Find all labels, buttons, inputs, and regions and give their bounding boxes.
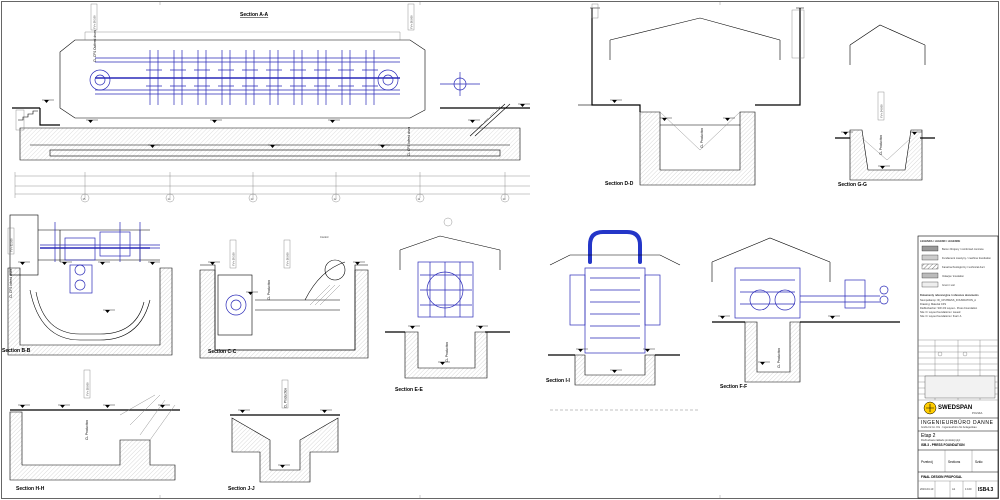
section-b-b-title: Section B-B <box>2 348 31 354</box>
revision: A1 <box>952 487 956 491</box>
note-2: Drawing: Material CFS <box>920 302 946 306</box>
axis-14: 14 <box>168 197 171 201</box>
axis-13: 13 <box>251 197 254 201</box>
cl-cfs-outlet-label: CL CFS Outfeed drum <box>93 30 97 62</box>
elevation-tag-3: YV+ 54.000 <box>880 104 884 118</box>
legend-item-5: Grunt / soil <box>942 283 955 287</box>
title-block: LEGENDA / LEGEND / LEGENDE Beton zbrojon… <box>917 235 999 499</box>
section-e-e-title: Section E-E <box>395 387 423 393</box>
frame-ticks <box>159 1 721 499</box>
section-c-c: YV+ 59.100 YV+ 56.000 CL Production Cont… <box>199 235 369 359</box>
cl-production-e: CL Production <box>445 342 449 362</box>
section-f-f: CL Production Section F-F <box>711 237 900 390</box>
axis-10: 10 <box>503 197 506 201</box>
project-name: Etap 2 <box>921 433 936 439</box>
axis-11: 11 <box>418 197 421 201</box>
section-a-a-title: Section A-A <box>240 12 269 18</box>
note-1: Siempelkamp: ID_CP-PRESS_FOUNDATION_A <box>920 298 976 302</box>
section-g-g-title: Section G-G <box>838 182 867 188</box>
note-3: Dieffenbacher: SW 2/3 Layout - Press Fou… <box>920 306 978 310</box>
swedspan-logo: SWEDSPAN POLSKA <box>923 401 983 415</box>
note-5: Site 3 / Layout foundations / final / A <box>920 314 962 318</box>
notes-heading: Dokumenty referencyjne / reference docum… <box>920 293 979 297</box>
status-text: FINAL DESIGN PROPOSAL <box>921 475 962 479</box>
legend-heading: LEGENDA / LEGEND / LEGENDE <box>920 239 961 243</box>
section-j-j: CL Production Section J-J <box>228 379 340 492</box>
engineer-address: GmbH & Co. KG · Ingenieurbüro für Anlage… <box>921 425 977 429</box>
engineer-name: INGENIEURBÜRO DANNE <box>921 419 994 426</box>
project-description: Rozbudowa zakładu produkcji płyt <box>921 438 960 442</box>
drawing-number: ISB4.3 <box>978 487 994 493</box>
elevation-tag-7: YV+ 58.000 <box>86 382 90 396</box>
section-j-j-title: Section J-J <box>228 486 255 492</box>
elevation-tag-4: YV+ 62.500 <box>10 238 14 252</box>
section-h-h: YV+ 58.000 CL Production Section H-H <box>9 369 180 492</box>
legend-item-3: Kanał technologiczny / technical duct <box>942 265 985 269</box>
field-c: Szkic <box>975 460 983 464</box>
section-c-c-title: Section C-C <box>208 349 237 355</box>
section-f-f-title: Section F-F <box>720 384 747 390</box>
axis-15: 15 <box>83 197 86 201</box>
field-b: Sections <box>948 460 961 464</box>
elevation-tag-5: YV+ 59.100 <box>232 252 236 266</box>
cl-production-f: CL Production <box>777 348 781 368</box>
field-a: Przekrój <box>921 460 933 464</box>
drawing-date: 2016-03-10 <box>920 487 934 491</box>
section-d-d: CL Production Section D-D <box>578 3 805 187</box>
cl-production-j: CL Production <box>284 388 288 408</box>
control-label: Control <box>320 235 329 239</box>
section-a-a: Section A-A CL CFS Outfeed drum CL CFS I… <box>12 3 531 198</box>
legend-item-2: Fundament maszyny / machine foundation <box>942 256 991 260</box>
note-4: Site 3 / Layout foundations / issued <box>920 310 961 314</box>
section-i-i: Section I-I <box>546 230 700 411</box>
elevation-tag-2: YV+ 56.000 <box>410 15 414 29</box>
grid-axis-markers: 15 14 13 12 11 10 <box>80 193 510 203</box>
cl-production-g: CL Production <box>879 135 883 155</box>
section-b-b: CL CFS Infeed drum YV+ 62.500 Section B-… <box>2 214 173 356</box>
cl-production-h: CL Production <box>85 420 89 440</box>
cl-production-c: CL Production <box>267 280 271 300</box>
section-g-g: CL Production YV+ 54.000 Section G-G <box>835 24 935 188</box>
cl-cfs-infeed-b: CL CFS Infeed drum <box>9 269 13 298</box>
section-h-h-title: Section H-H <box>16 486 45 492</box>
axis-12: 12 <box>334 197 337 201</box>
cl-production-d: CL Production <box>700 128 704 148</box>
drawing-title: ISB.3 - PRESS FOUNDATION <box>921 443 965 447</box>
section-e-e: CL Production Section E-E <box>385 217 510 393</box>
elevation-tag-1: YV+ 59.100 <box>93 15 97 29</box>
legend-item-1: Beton zbrojony / reinforced concrete <box>942 247 984 251</box>
legend-item-4: Izolacja / insulation <box>942 274 964 278</box>
company-sub: POLSKA <box>972 411 983 415</box>
elevation-tag-6: YV+ 56.000 <box>286 252 290 266</box>
drawing-scale: 1:100 <box>965 487 972 491</box>
section-d-d-title: Section D-D <box>605 181 634 187</box>
section-i-i-title: Section I-I <box>546 378 571 384</box>
company-name: SWEDSPAN <box>938 405 972 411</box>
